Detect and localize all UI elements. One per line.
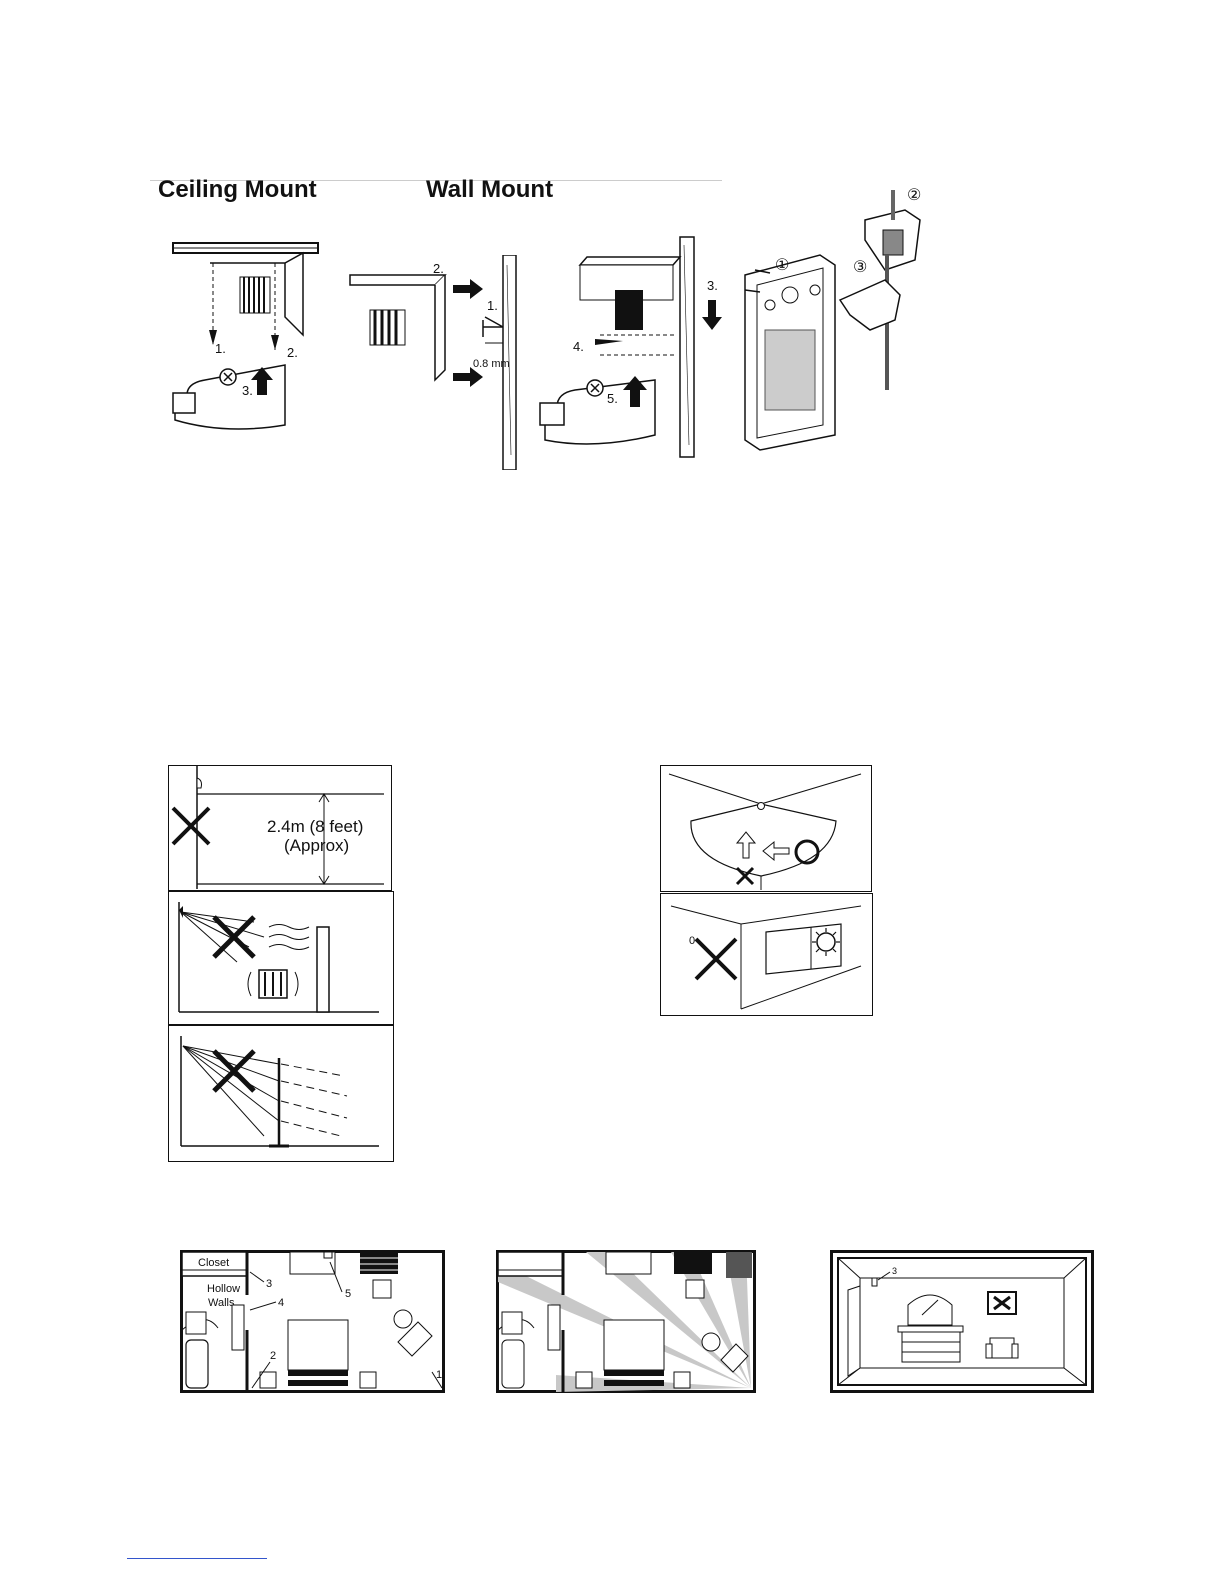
bracket-mount-illustration: ① ② ③ bbox=[735, 180, 940, 455]
callout-3: 3 bbox=[266, 1278, 272, 1290]
hollow-label: Hollow bbox=[207, 1283, 240, 1295]
sensor-lens-lines bbox=[240, 277, 270, 313]
corner-diagram bbox=[661, 766, 870, 890]
wall-step-5: 5. bbox=[607, 391, 618, 406]
sunlight-panel: 0 bbox=[660, 893, 873, 1016]
x-mark-icon bbox=[214, 1051, 254, 1091]
nightstand-icon bbox=[260, 1372, 276, 1388]
ceiling-step-3: 3. bbox=[242, 383, 253, 398]
x-mark-icon bbox=[173, 808, 209, 844]
table-icon bbox=[394, 1310, 412, 1328]
ceiling-mount-title: Ceiling Mount bbox=[158, 176, 317, 204]
room-perspective: 3 bbox=[830, 1250, 1094, 1393]
nightstand-icon bbox=[360, 1372, 376, 1388]
arrow-down-icon bbox=[702, 300, 722, 330]
approx-label: (Approx) bbox=[284, 836, 349, 855]
sun-icon bbox=[817, 933, 835, 951]
bed-icon bbox=[288, 1320, 348, 1370]
sunlight-diagram: 0 bbox=[661, 894, 871, 1014]
wall-step-2: 2. bbox=[433, 261, 444, 276]
sensor-icon bbox=[872, 1278, 877, 1286]
window-light-panel bbox=[168, 1025, 394, 1162]
footer-link-underline bbox=[127, 1558, 267, 1559]
vanity-icon bbox=[232, 1305, 244, 1350]
heat-source-panel bbox=[168, 891, 394, 1025]
door-icon bbox=[848, 1286, 860, 1376]
height-diagram: 2.4m (8 feet) (Approx) bbox=[169, 766, 390, 889]
walls-label: Walls bbox=[208, 1297, 235, 1309]
wall-step-4: 4. bbox=[573, 339, 584, 354]
height-panel: 2.4m (8 feet) (Approx) bbox=[168, 765, 392, 891]
screw-icon bbox=[271, 335, 279, 350]
toilet-icon bbox=[186, 1312, 206, 1334]
sensor-body bbox=[615, 290, 643, 330]
screw-icon bbox=[483, 317, 503, 337]
chair-icon bbox=[373, 1280, 391, 1298]
dresser-icon bbox=[902, 1332, 960, 1362]
bracket-step-2: ② bbox=[907, 187, 921, 204]
bracket-step-3: ③ bbox=[853, 259, 867, 276]
screw-icon bbox=[595, 339, 623, 345]
bathtub-icon bbox=[186, 1340, 208, 1388]
x-mark-icon bbox=[214, 917, 254, 957]
wall-mount-illustration-a: 2. 1. 0.8 mm bbox=[345, 255, 540, 470]
corner-panel bbox=[660, 765, 872, 892]
wall-mount-illustration-b: 4. 5. 3. bbox=[535, 235, 730, 460]
callout-5: 5 bbox=[345, 1288, 351, 1300]
armchair-icon bbox=[990, 1338, 1014, 1358]
callout-4: 4 bbox=[278, 1297, 284, 1309]
bracket-step-1: ① bbox=[775, 257, 789, 274]
closet-label: Closet bbox=[198, 1257, 229, 1269]
room-callout-3: 3 bbox=[892, 1266, 897, 1276]
x-mark-icon bbox=[696, 939, 736, 979]
callout-2: 2 bbox=[270, 1350, 276, 1362]
ceiling-step-2: 2. bbox=[287, 345, 298, 360]
radiator-icon bbox=[317, 927, 329, 1012]
wall-mount-title: Wall Mount bbox=[426, 176, 553, 204]
wall-step-3: 3. bbox=[707, 278, 718, 293]
window-blinds bbox=[360, 1252, 398, 1274]
window-light-diagram bbox=[169, 1026, 392, 1160]
height-label: 2.4m (8 feet) bbox=[267, 817, 363, 836]
wall-step-1: 1. bbox=[487, 298, 498, 313]
heat-source-diagram bbox=[169, 892, 392, 1023]
gap-label: 0.8 mm bbox=[473, 358, 510, 370]
mirror-icon bbox=[908, 1295, 952, 1325]
arrow-right-icon bbox=[453, 367, 483, 387]
floorplan-2-coverage bbox=[496, 1250, 756, 1393]
arrow-right-icon bbox=[453, 279, 483, 299]
small-label: 0 bbox=[689, 935, 695, 947]
ceiling-step-1: 1. bbox=[215, 341, 226, 356]
floorplan-1: Closet Hollow Walls 1 2 3 4 5 bbox=[180, 1250, 445, 1393]
ceiling-mount-illustration: 1. 2. 3. bbox=[165, 235, 325, 435]
